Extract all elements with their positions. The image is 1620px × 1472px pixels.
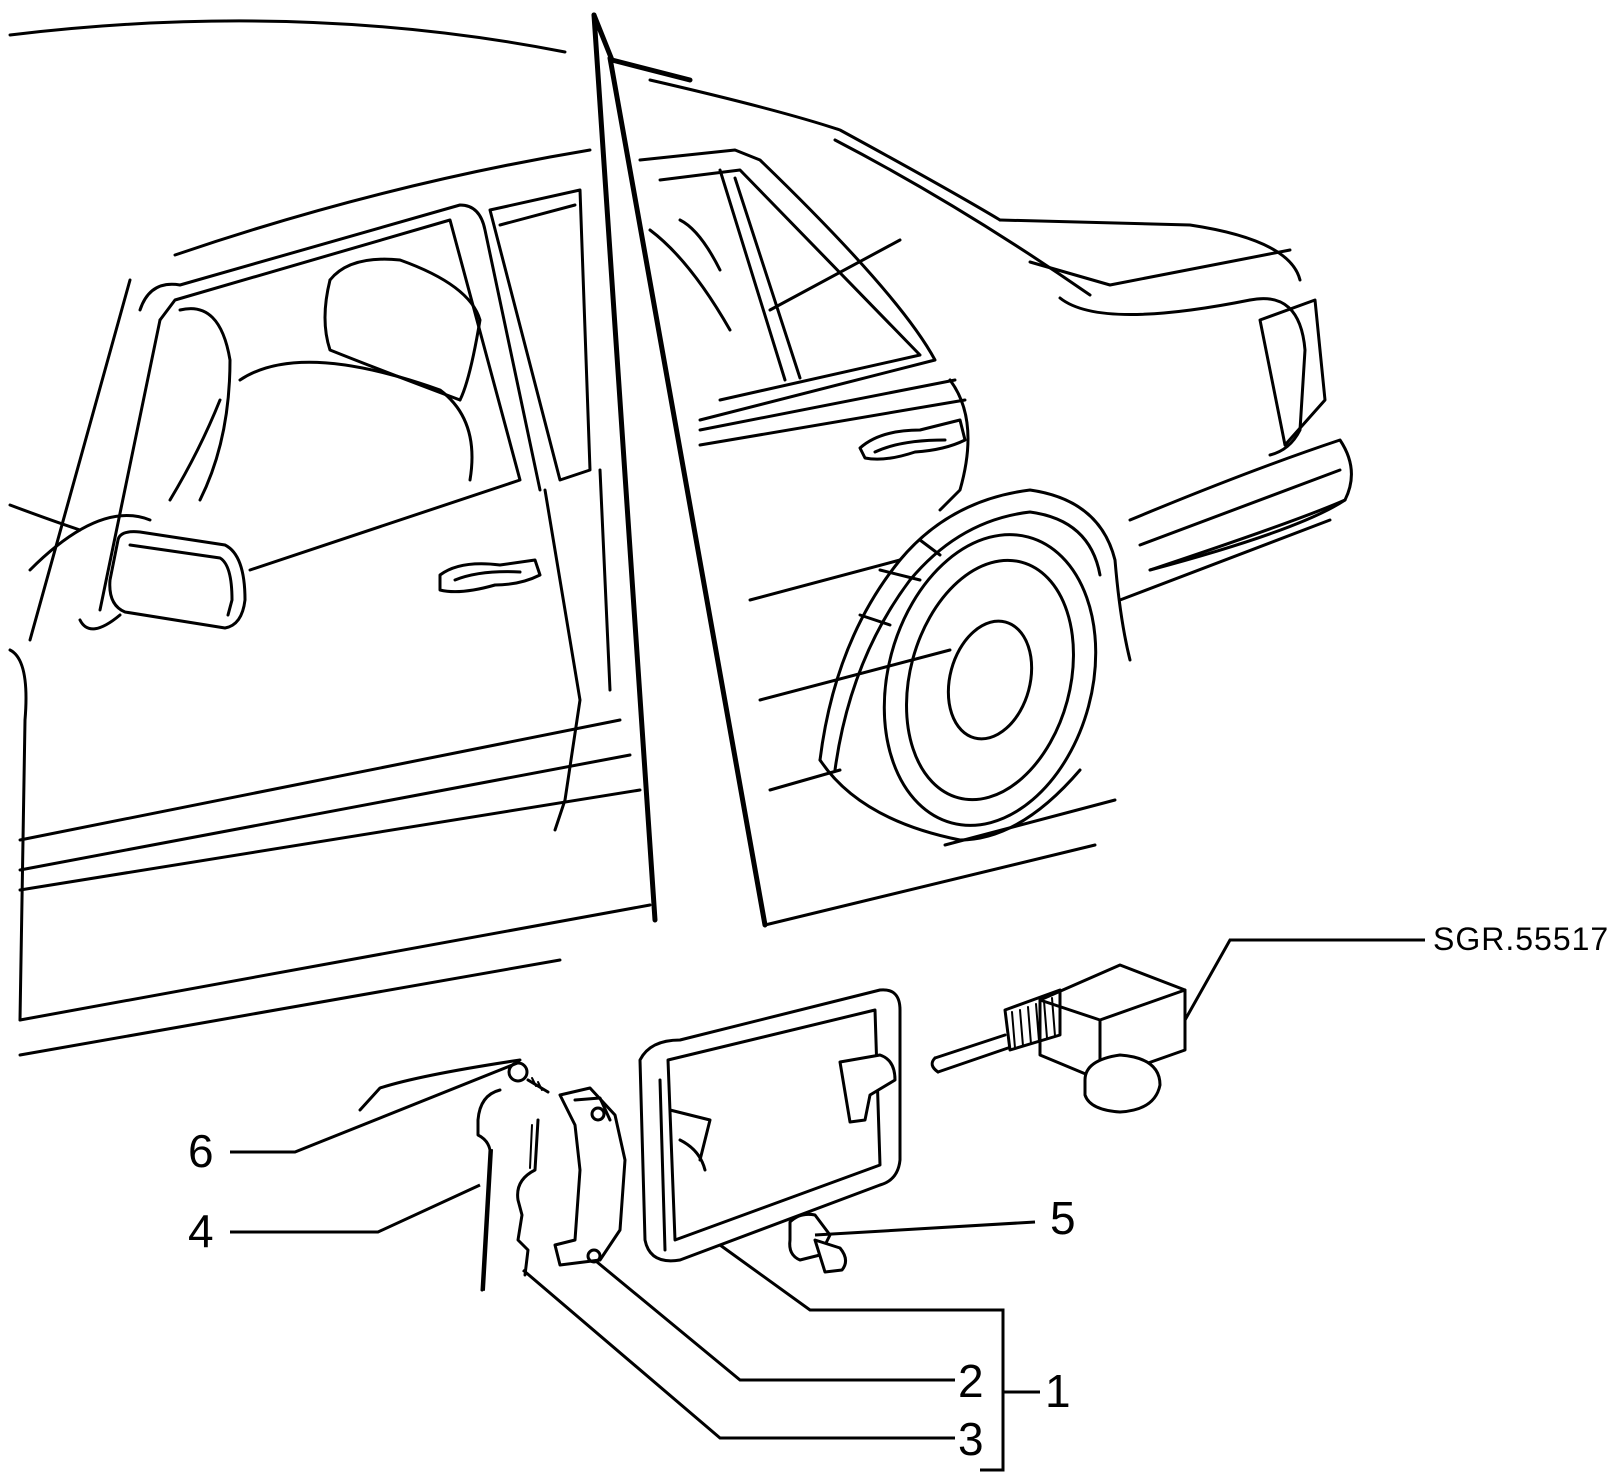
hinge-bracket <box>553 1086 627 1267</box>
car-body <box>8 19 1353 1112</box>
callout-4: 4 <box>188 1205 214 1257</box>
lock-actuator <box>930 963 1187 1114</box>
rear-door <box>638 148 970 512</box>
screw <box>507 1061 550 1094</box>
callout-5: 5 <box>1050 1192 1076 1244</box>
reference-code: SGR.55517 <box>1433 921 1610 957</box>
rod <box>476 1088 502 1292</box>
front-door <box>28 188 612 832</box>
door-cutaway <box>591 12 1097 928</box>
hinge-spring <box>516 1118 540 1277</box>
callout-2: 2 <box>958 1355 984 1407</box>
rear-wheel <box>818 488 1132 842</box>
callout-1: 1 <box>1045 1365 1071 1417</box>
bump-stop <box>788 1212 847 1274</box>
leader-lines <box>230 938 1425 1472</box>
callout-3: 3 <box>958 1413 984 1465</box>
fuel-flap <box>638 988 902 1263</box>
callout-6: 6 <box>188 1125 214 1177</box>
